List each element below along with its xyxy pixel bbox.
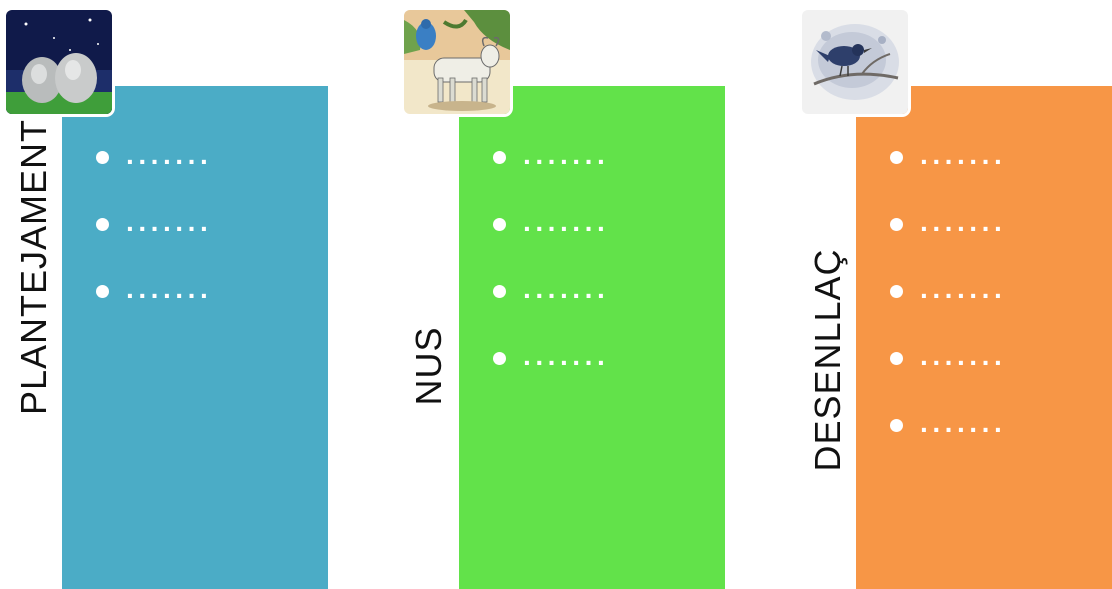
bullet-dot-icon bbox=[890, 218, 903, 231]
bullet-dot-icon bbox=[890, 352, 903, 365]
column-plantejament: PLANTEJAMENT ······· ······· ······· bbox=[0, 0, 340, 589]
list-item: ······· bbox=[890, 195, 1006, 262]
bird-on-branch-illustration-icon bbox=[802, 10, 908, 114]
list-item: ······· bbox=[493, 329, 609, 396]
list-item: ······· bbox=[493, 195, 609, 262]
list-item: ······· bbox=[890, 329, 1006, 396]
bullet-dot-icon bbox=[493, 285, 506, 298]
bullet-list: ······· ······· ······· ······· ······· bbox=[890, 128, 1006, 463]
content-panel: ······· ······· ······· ······· bbox=[459, 86, 725, 589]
column-heading: NUS bbox=[408, 326, 449, 406]
bullet-dot-icon bbox=[493, 151, 506, 164]
content-panel: ······· ······· ······· ······· ······· bbox=[856, 86, 1112, 589]
column-heading: DESENLLAÇ bbox=[807, 248, 848, 472]
list-item: ······· bbox=[493, 128, 609, 195]
column-nus: NUS ······· ······· ······· ······· bbox=[380, 0, 740, 589]
bullet-dot-icon bbox=[96, 285, 109, 298]
bullet-dot-icon bbox=[890, 419, 903, 432]
list-item: ······· bbox=[96, 262, 212, 329]
list-item: ······· bbox=[890, 128, 1006, 195]
bullet-dot-icon bbox=[493, 218, 506, 231]
column-desenllac: DESENLLAÇ ······· ······· ······· ······… bbox=[780, 0, 1112, 589]
night-eggs-illustration-icon bbox=[6, 10, 112, 114]
ox-and-bird-illustration-icon bbox=[404, 10, 510, 114]
list-item: ······· bbox=[890, 396, 1006, 463]
list-item: ······· bbox=[890, 262, 1006, 329]
bullet-list: ······· ······· ······· bbox=[96, 128, 212, 329]
list-item: ······· bbox=[96, 195, 212, 262]
bullet-list: ······· ······· ······· ······· bbox=[493, 128, 609, 396]
bullet-dot-icon bbox=[493, 352, 506, 365]
content-panel: ······· ······· ······· bbox=[62, 86, 328, 589]
bullet-dot-icon bbox=[890, 151, 903, 164]
bullet-dot-icon bbox=[96, 151, 109, 164]
column-heading: PLANTEJAMENT bbox=[13, 118, 54, 416]
list-item: ······· bbox=[96, 128, 212, 195]
list-item: ······· bbox=[493, 262, 609, 329]
bullet-dot-icon bbox=[890, 285, 903, 298]
bullet-dot-icon bbox=[96, 218, 109, 231]
